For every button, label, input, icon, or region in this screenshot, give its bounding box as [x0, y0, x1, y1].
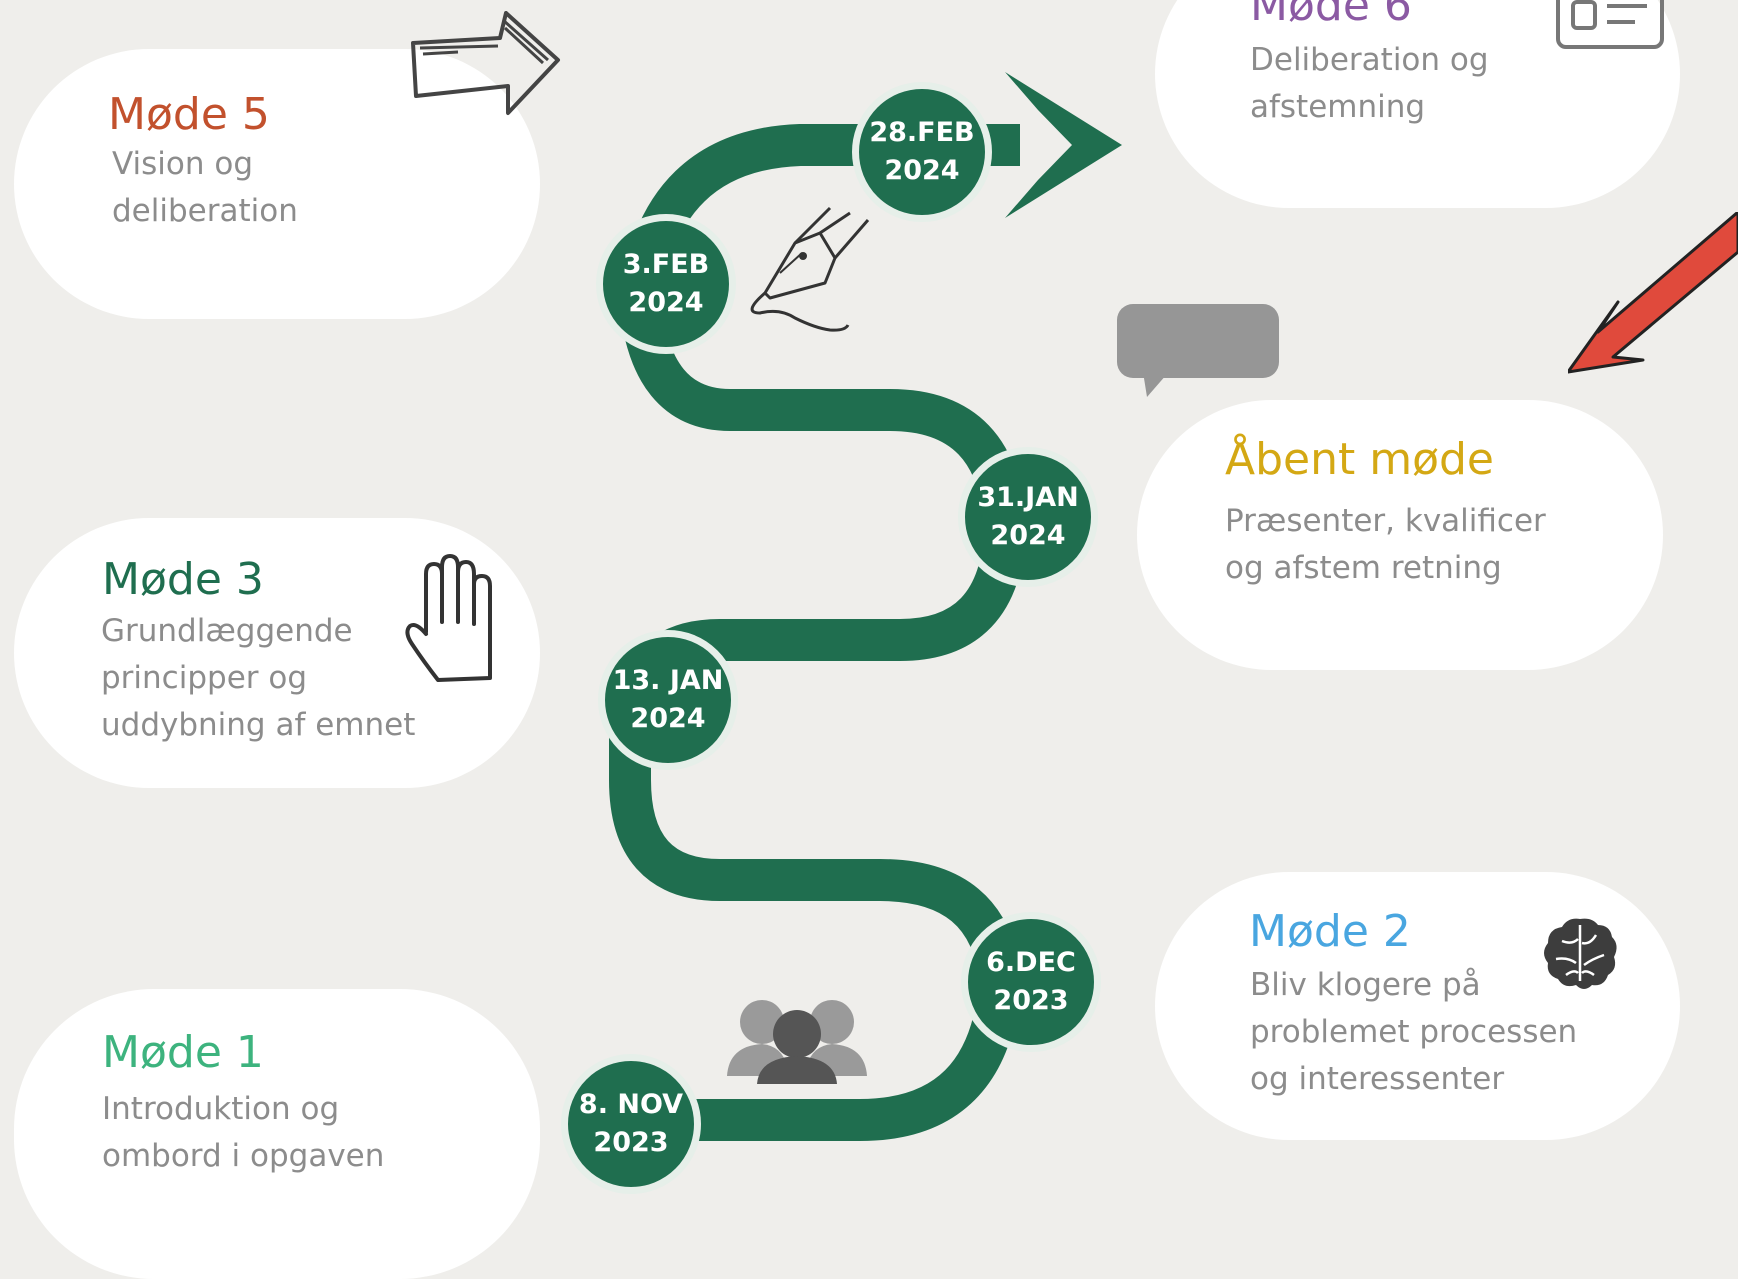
- date-day: 3.FEB: [622, 249, 710, 280]
- card-open-meeting: Åbent møde Præsenter, kvalificer og afst…: [1137, 400, 1663, 670]
- card-mode3-title: Møde 3: [102, 554, 264, 605]
- card-mode2-title: Møde 2: [1249, 906, 1411, 957]
- card-mode6-title: Møde 6: [1250, 0, 1412, 31]
- date-day: 6.DEC: [986, 947, 1076, 978]
- card-open-meeting-line: og afstem retning: [1225, 550, 1502, 586]
- sketch-arrow-icon: [411, 11, 560, 115]
- card-mode6-text: Deliberation og afstemning: [1250, 37, 1489, 131]
- card-mode3-line: uddybning af emnet: [101, 707, 416, 743]
- raised-hand-icon: [405, 554, 492, 682]
- card-mode2: Møde 2 Bliv klogere på problemet process…: [1155, 872, 1680, 1140]
- date-node-jan31-2024: 31.JAN 2024: [958, 447, 1098, 587]
- date-year: 2024: [884, 155, 960, 186]
- card-mode3-text: Grundlæggende principper og uddybning af…: [101, 608, 415, 749]
- date-node-feb28-2024: 28.FEB 2024: [852, 82, 992, 222]
- date-node-jan13-2024: 13. JAN 2024: [598, 630, 738, 770]
- card-mode5-line: Vision og: [112, 146, 254, 182]
- card-mode3-line: principper og: [101, 660, 308, 696]
- date-node-nov-2023: 8. NOV 2023: [561, 1054, 701, 1194]
- card-mode5-line: deliberation: [112, 193, 298, 229]
- date-day: 8. NOV: [578, 1089, 684, 1120]
- brain-icon: [1544, 918, 1617, 989]
- date-day: 28.FEB: [869, 117, 975, 148]
- date-year: 2023: [993, 985, 1069, 1016]
- card-mode1: Møde 1 Introduktion og ombord i opgaven: [14, 989, 540, 1279]
- date-node-dec-2023: 6.DEC 2023: [961, 912, 1101, 1052]
- date-year: 2024: [630, 703, 706, 734]
- card-mode6-line: Deliberation og: [1250, 42, 1489, 78]
- card-mode1-title: Møde 1: [102, 1027, 264, 1078]
- date-year: 2024: [628, 287, 704, 318]
- card-open-meeting-text: Præsenter, kvalificer og afstem retning: [1225, 498, 1546, 592]
- card-mode6: Møde 6 Deliberation og afstemning: [1155, 0, 1680, 208]
- card-open-meeting-line: Præsenter, kvalificer: [1225, 503, 1546, 539]
- card-mode1-line: ombord i opgaven: [102, 1138, 385, 1174]
- card-mode1-line: Introduktion og: [102, 1091, 340, 1127]
- date-node-feb3-2024: 3.FEB 2024: [596, 214, 736, 354]
- red-arrow-icon: [1568, 212, 1738, 374]
- card-mode3: Møde 3 Grundlæggende principper og uddyb…: [14, 518, 540, 788]
- card-mode5: Møde 5 Vision og deliberation: [14, 49, 540, 319]
- card-mode3-line: Grundlæggende: [101, 613, 353, 649]
- people-group-icon: [727, 1000, 867, 1084]
- card-mode2-line: Bliv klogere på: [1250, 967, 1481, 1003]
- card-mode2-line: og interessenter: [1250, 1061, 1505, 1097]
- date-year: 2023: [593, 1127, 669, 1158]
- fountain-pen-icon: [750, 206, 870, 332]
- card-mode2-line: problemet processen: [1250, 1014, 1578, 1050]
- card-mode5-text: Vision og deliberation: [112, 141, 298, 235]
- card-mode6-line: afstemning: [1250, 89, 1426, 125]
- date-day: 13. JAN: [612, 665, 724, 696]
- date-day: 31.JAN: [977, 482, 1079, 513]
- card-mode2-text: Bliv klogere på problemet processen og i…: [1250, 962, 1577, 1103]
- id-card-icon: [1556, 0, 1664, 49]
- speech-bubble-icon: [1117, 304, 1279, 397]
- card-mode1-text: Introduktion og ombord i opgaven: [102, 1086, 384, 1180]
- card-mode5-title: Møde 5: [108, 89, 270, 140]
- date-year: 2024: [990, 520, 1066, 551]
- card-open-meeting-title: Åbent møde: [1225, 434, 1495, 485]
- timeline-arrowhead: [1005, 72, 1122, 218]
